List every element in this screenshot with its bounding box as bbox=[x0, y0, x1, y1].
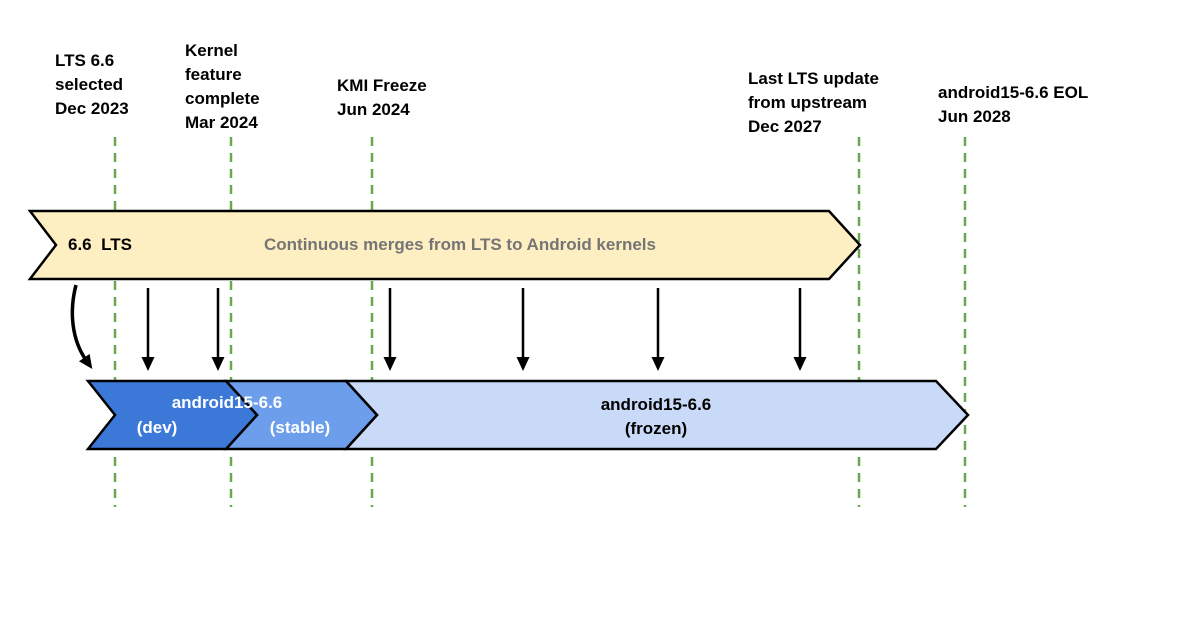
milestone-label-kmi-freeze: KMI Freeze Jun 2024 bbox=[337, 76, 427, 119]
dev-stage-label: (dev) bbox=[136, 418, 178, 437]
lts-banner-shape bbox=[27, 209, 862, 281]
milestone-label-lts-selected: LTS 6.6 selected Dec 2023 bbox=[55, 51, 129, 118]
merge-arrows bbox=[70, 284, 807, 371]
milestone-dashed-lines bbox=[113, 137, 967, 507]
lts-version-tag: 6.6 LTS bbox=[68, 235, 132, 254]
milestone-label-feature-complete: Kernel feature complete Mar 2024 bbox=[185, 41, 260, 132]
dev-branch-name: android15-6.6 bbox=[171, 393, 283, 412]
stable-stage-label: (stable) bbox=[269, 418, 331, 437]
branch-creation-arrow bbox=[70, 284, 93, 370]
milestone-label-eol: android15-6.6 EOL Jun 2028 bbox=[938, 83, 1089, 126]
milestone-label-last-lts-update: Last LTS update from upstream Dec 2027 bbox=[748, 69, 879, 136]
lts-merge-description: Continuous merges from LTS to Android ke… bbox=[264, 235, 656, 254]
frozen-branch-label: android15-6.6 (frozen) bbox=[600, 395, 712, 438]
dev-branch-shape bbox=[85, 379, 259, 451]
